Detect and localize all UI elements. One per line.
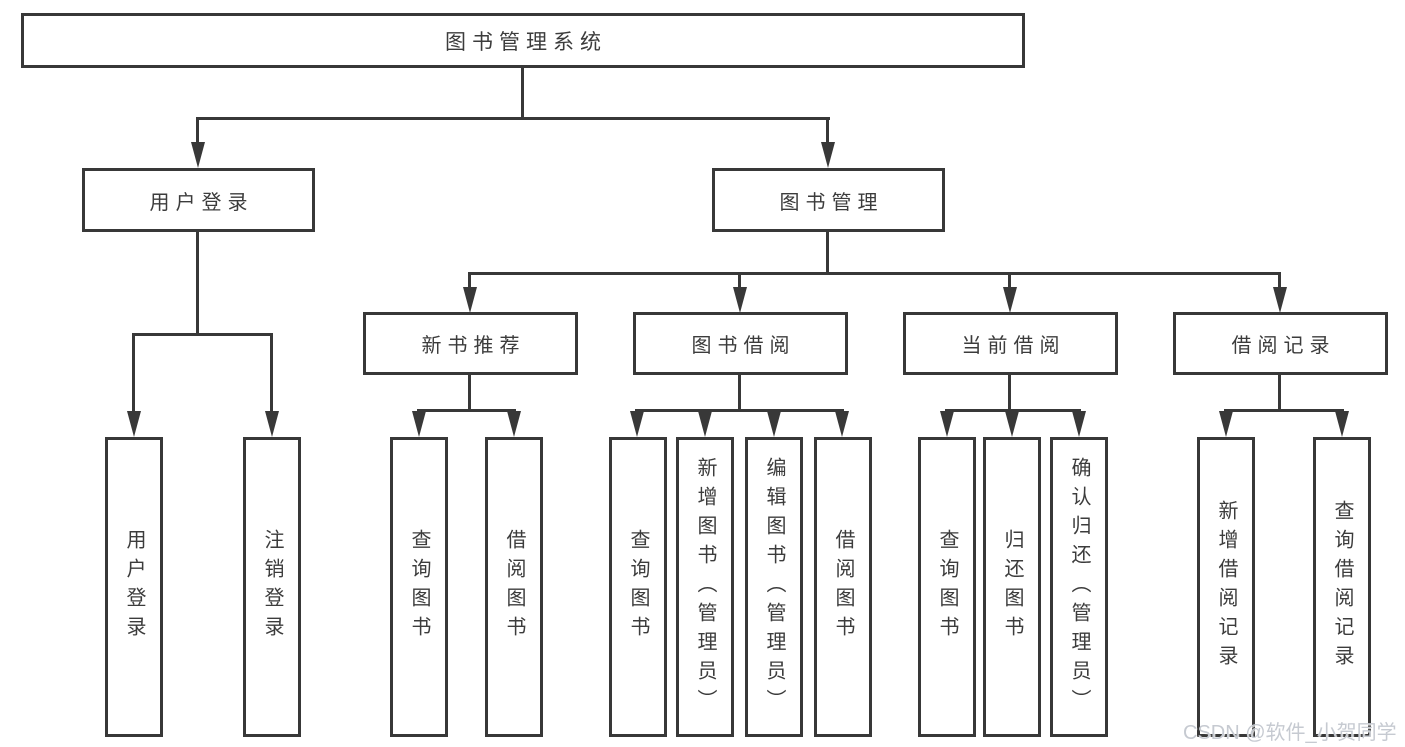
leaf-edit-book-admin: 编辑图书（管理员） <box>745 437 803 737</box>
node-system-root: 图书管理系统 <box>21 13 1025 68</box>
connector-line <box>826 232 829 274</box>
leaf-query-books-recommend: 查询图书 <box>390 437 448 737</box>
node-label: 图书管理 <box>779 191 884 214</box>
arrowhead-icon <box>630 411 644 437</box>
leaf-add-borrow-record: 新增借阅记录 <box>1197 437 1255 737</box>
connector-line <box>468 375 471 411</box>
connector-line <box>468 272 1281 275</box>
node-label: 编辑图书（管理员） <box>763 456 785 718</box>
arrowhead-icon <box>265 411 279 437</box>
node-label: 用户登录 <box>149 191 254 214</box>
connector-line <box>738 273 741 289</box>
node-label: 新书推荐 <box>421 335 526 357</box>
node-label: 借阅图书 <box>832 529 854 645</box>
connector-line <box>196 232 199 335</box>
arrowhead-icon <box>463 287 477 313</box>
leaf-borrow-books-recommend: 借阅图书 <box>485 437 543 737</box>
arrowhead-icon <box>1273 287 1287 313</box>
connector-line <box>635 409 844 412</box>
connector-line <box>468 273 471 289</box>
leaf-confirm-return-admin: 确认归还（管理员） <box>1050 437 1108 737</box>
arrowhead-icon <box>1005 411 1019 437</box>
connector-line <box>132 334 135 413</box>
connector-line <box>826 118 829 144</box>
connector-line <box>196 117 830 120</box>
connector-line <box>1278 375 1281 411</box>
arrowhead-icon <box>698 411 712 437</box>
node-label: 查询借阅记录 <box>1331 500 1353 674</box>
arrowhead-icon <box>127 411 141 437</box>
arrowhead-icon <box>767 411 781 437</box>
node-label: 确认归还（管理员） <box>1068 456 1090 718</box>
connector-line <box>945 409 1081 412</box>
arrowhead-icon <box>821 142 835 168</box>
node-current-borrow: 当前借阅 <box>903 312 1118 375</box>
node-label: 查询图书 <box>627 529 649 645</box>
arrowhead-icon <box>940 411 954 437</box>
node-label: 新增图书（管理员） <box>694 456 716 718</box>
node-label: 查询图书 <box>408 529 430 645</box>
connector-line <box>270 334 273 413</box>
leaf-return-books: 归还图书 <box>983 437 1041 737</box>
connector-line <box>1278 273 1281 289</box>
arrowhead-icon <box>1219 411 1233 437</box>
arrowhead-icon <box>1003 287 1017 313</box>
connector-line <box>132 333 273 336</box>
node-label: 查询图书 <box>936 529 958 645</box>
leaf-borrow-books: 借阅图书 <box>814 437 872 737</box>
node-book-borrow: 图书借阅 <box>633 312 848 375</box>
connector-line <box>1008 375 1011 411</box>
node-label: 当前借阅 <box>961 335 1066 357</box>
node-label: 用户登录 <box>123 529 145 645</box>
leaf-user-login: 用户登录 <box>105 437 163 737</box>
node-label: 借阅图书 <box>503 529 525 645</box>
connector-line <box>521 68 524 119</box>
node-label: 借阅记录 <box>1231 335 1336 357</box>
node-label: 注销登录 <box>261 529 283 645</box>
connector-line <box>738 375 741 411</box>
connector-line <box>196 118 199 144</box>
arrowhead-icon <box>733 287 747 313</box>
node-borrow-records: 借阅记录 <box>1173 312 1388 375</box>
arrowhead-icon <box>191 142 205 168</box>
leaf-query-borrow-record: 查询借阅记录 <box>1313 437 1371 737</box>
node-user-login: 用户登录 <box>82 168 315 232</box>
node-label: 图书借阅 <box>691 335 796 357</box>
leaf-query-books-borrow: 查询图书 <box>609 437 667 737</box>
arrowhead-icon <box>507 411 521 437</box>
arrowhead-icon <box>1335 411 1349 437</box>
node-label: 归还图书 <box>1001 529 1023 645</box>
connector-line <box>417 409 516 412</box>
node-book-management: 图书管理 <box>712 168 945 232</box>
leaf-logout: 注销登录 <box>243 437 301 737</box>
arrowhead-icon <box>412 411 426 437</box>
arrowhead-icon <box>1072 411 1086 437</box>
arrowhead-icon <box>835 411 849 437</box>
node-new-book-recommend: 新书推荐 <box>363 312 578 375</box>
leaf-add-book-admin: 新增图书（管理员） <box>676 437 734 737</box>
csdn-watermark: CSDN @软件_小贺同学 <box>1183 722 1397 744</box>
leaf-query-books-current: 查询图书 <box>918 437 976 737</box>
connector-line <box>1224 409 1344 412</box>
node-label: 图书管理系统 <box>445 30 607 54</box>
node-label: 新增借阅记录 <box>1215 500 1237 674</box>
connector-line <box>1008 273 1011 289</box>
